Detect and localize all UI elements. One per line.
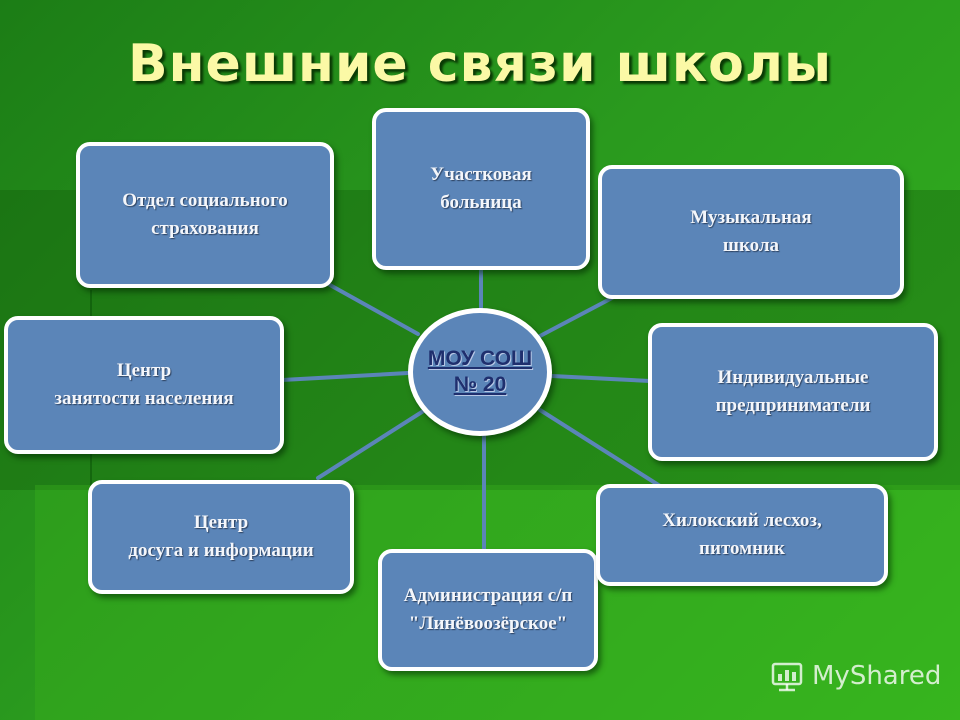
node-music-school: Музыкальная школа: [598, 165, 904, 299]
node-hospital: Участковая больница: [372, 108, 590, 270]
node-employment-center: Центр занятости населения: [4, 316, 284, 454]
node-label: Индивидуальные предприниматели: [715, 367, 871, 416]
node-leisure-center: Центр досуга и информации: [88, 480, 354, 594]
connector-forestry: [538, 408, 662, 488]
node-entrepreneurs: Индивидуальные предприниматели: [648, 323, 938, 461]
connector-music-school: [538, 296, 614, 338]
node-label: Администрация с/п "Линёвоозёрское": [403, 585, 573, 634]
node-label: Участковая больница: [430, 164, 532, 213]
node-administration: Администрация с/п "Линёвоозёрское": [378, 549, 598, 671]
node-label: Отдел социального страхования: [122, 190, 288, 239]
myshared-logo-icon: [771, 662, 803, 692]
node-label: Центр досуга и информации: [128, 512, 314, 561]
connector-leisure-center: [316, 408, 427, 480]
connector-employment-center: [280, 371, 410, 382]
center-node: МОУ СОШ № 20: [408, 308, 552, 436]
node-forestry: Хилокский лесхоз, питомник: [596, 484, 888, 586]
connector-social-insurance: [328, 283, 420, 336]
node-social-insurance: Отдел социального страхования: [76, 142, 334, 288]
center-label: МОУ СОШ № 20: [427, 346, 533, 396]
watermark-text: MyShared: [812, 661, 942, 691]
slide-title: Внешние связи школы: [127, 34, 832, 94]
watermark: MyShared: [770, 656, 941, 696]
node-label: Центр занятости населения: [54, 360, 234, 409]
connector-entrepreneurs: [550, 374, 652, 383]
node-label: Хилокский лесхоз, питомник: [662, 510, 822, 559]
node-label: Музыкальная школа: [690, 207, 812, 256]
